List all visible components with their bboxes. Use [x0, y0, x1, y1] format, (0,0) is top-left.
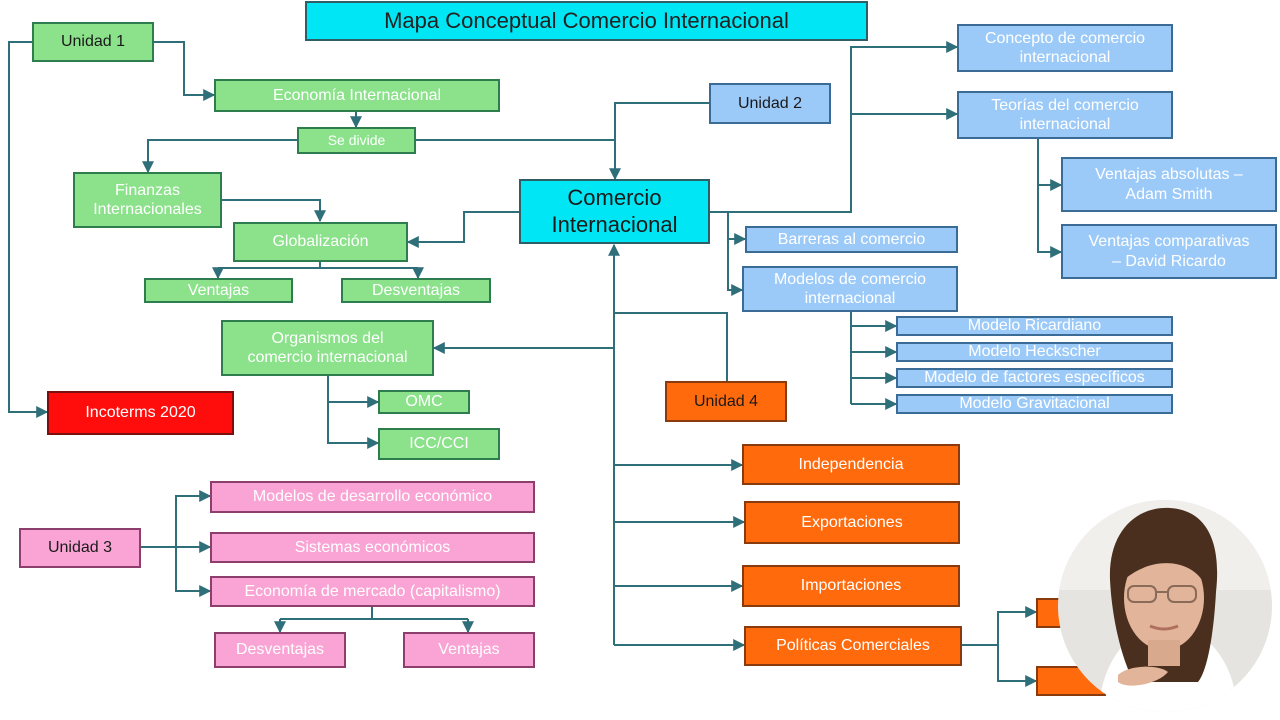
se-divide-node: Se divide — [297, 127, 416, 154]
mercado-desventajas-node: Desventajas — [214, 632, 346, 668]
unidad-2-node: Unidad 2 — [709, 83, 831, 124]
independencia-node: Independencia — [742, 444, 960, 485]
incoterms-2020-node: Incoterms 2020 — [47, 391, 234, 435]
politicas-comerciales-node: Políticas Comerciales — [744, 626, 962, 666]
modelos-comercio-node: Modelos de comercio internacional — [742, 266, 958, 312]
modelo-ricardiano-node: Modelo Ricardiano — [896, 316, 1173, 336]
teorias-comercio-node: Teorías del comercio internacional — [957, 91, 1173, 139]
exportaciones-node: Exportaciones — [744, 501, 960, 544]
modelos-desarrollo-node: Modelos de desarrollo económico — [210, 481, 535, 513]
ventajas-comparativas-node: Ventajas comparativas – David Ricardo — [1061, 224, 1277, 279]
modelo-gravitacional-node: Modelo Gravitacional — [896, 394, 1173, 414]
page-title: Mapa Conceptual Comercio Internacional — [305, 1, 868, 41]
icc-cci-node: ICC/CCI — [378, 428, 500, 460]
modelo-heckscher-node: Modelo Heckscher — [896, 342, 1173, 362]
economia-internacional-node: Economía Internacional — [214, 79, 500, 112]
modelo-factores-node: Modelo de factores específicos — [896, 368, 1173, 388]
globalizacion-ventajas-node: Ventajas — [144, 278, 293, 303]
unidad-1-node: Unidad 1 — [32, 22, 154, 62]
omc-node: OMC — [378, 390, 470, 414]
presenter-webcam-overlay — [1058, 500, 1272, 712]
mercado-ventajas-node: Ventajas — [403, 632, 535, 668]
economia-mercado-node: Economía de mercado (capitalismo) — [210, 576, 535, 607]
globalizacion-desventajas-node: Desventajas — [341, 278, 491, 303]
ventajas-absolutas-node: Ventajas absolutas – Adam Smith — [1061, 157, 1277, 212]
barreras-comercio-node: Barreras al comercio — [745, 226, 958, 253]
finanzas-internacionales-node: Finanzas Internacionales — [73, 172, 222, 228]
sistemas-economicos-node: Sistemas económicos — [210, 532, 535, 563]
unidad-4-node: Unidad 4 — [665, 381, 787, 422]
presenter-photo — [1058, 500, 1272, 712]
unidad-3-node: Unidad 3 — [19, 528, 141, 568]
core-node-comercio-internacional: Comercio Internacional — [519, 179, 710, 244]
organismos-comercio-node: Organismos del comercio internacional — [221, 320, 434, 376]
concepto-comercio-node: Concepto de comercio internacional — [957, 24, 1173, 72]
importaciones-node: Importaciones — [742, 565, 960, 607]
globalizacion-node: Globalización — [233, 222, 408, 262]
